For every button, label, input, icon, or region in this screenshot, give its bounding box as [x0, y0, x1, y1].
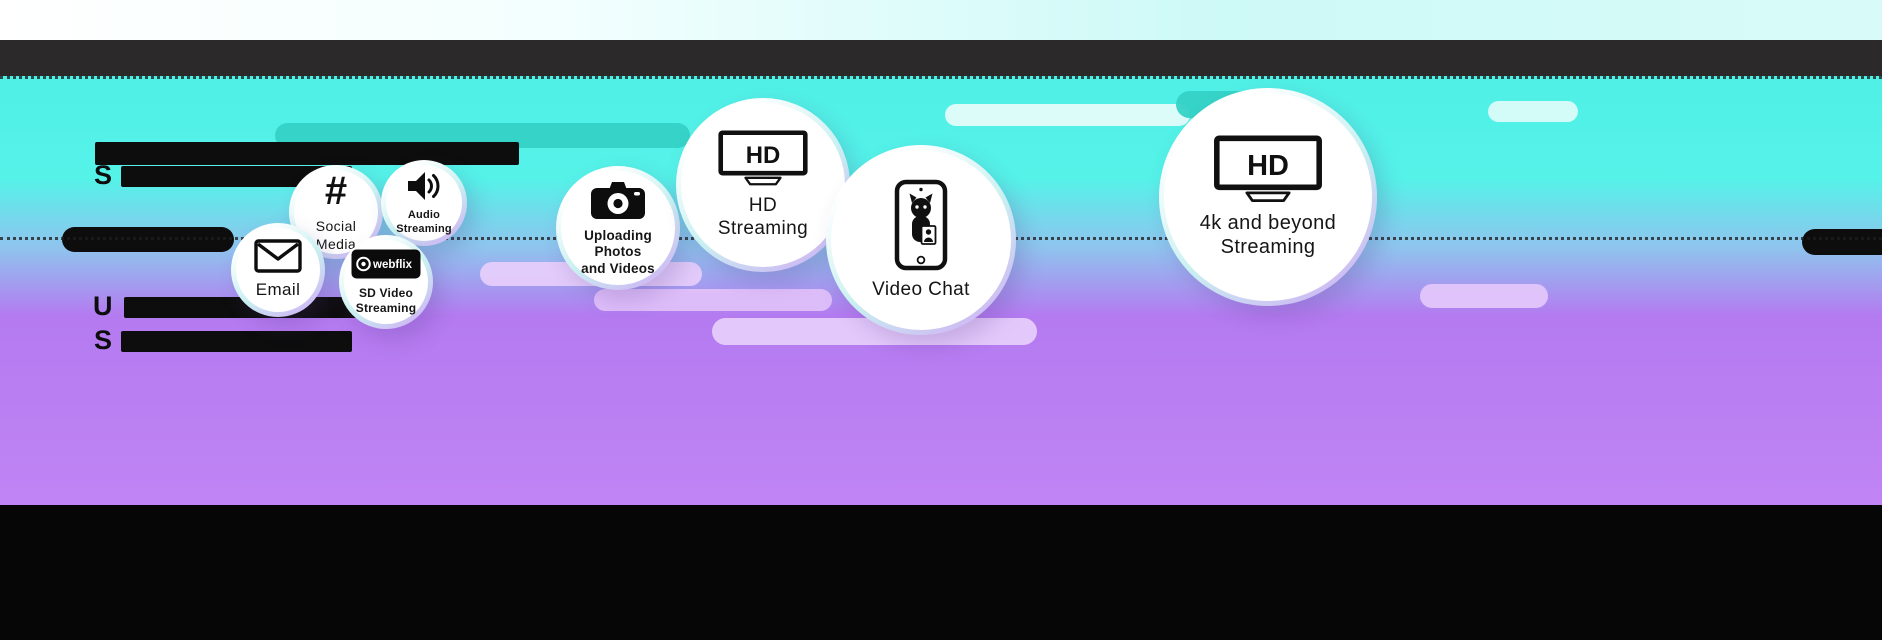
bubble-label-line: Email [255, 280, 301, 300]
bubble-core: Email [236, 228, 320, 312]
tv-hd-icon: HD [1212, 135, 1324, 204]
bubble-label: Video Chat [872, 278, 970, 301]
footer-bar [0, 505, 1882, 640]
hashtag-glyph: # [324, 169, 348, 214]
top-strip [0, 0, 1882, 40]
bubble-label-line: Video Chat [872, 278, 970, 300]
bubble-label-line: SD Video [358, 285, 414, 300]
redacted-bar-1 [95, 142, 519, 165]
bubble-video-chat: Video Chat [826, 145, 1016, 335]
bubble-label-line: Streaming [396, 222, 452, 235]
bubble-label-line: 4k and beyond [1199, 211, 1337, 234]
bubble-email: Email [231, 223, 325, 317]
envelope-icon [254, 239, 302, 273]
bubble-label-line: Uploading Photos [584, 227, 652, 260]
bubble-label: Email [256, 280, 301, 301]
bubble-label-line: HD [748, 194, 778, 216]
redacted-bar-4 [121, 331, 352, 352]
bubble-core: Video Chat [831, 150, 1011, 330]
lavender-pill-4 [1420, 284, 1548, 308]
white-pill-1 [945, 104, 1190, 126]
bubble-label-line: Streaming [355, 300, 417, 315]
black-pill-right [1802, 229, 1882, 255]
white-pill-2 [1488, 101, 1578, 122]
bubble-label-line: Audio [407, 209, 441, 222]
bubble-label-line: Media [315, 235, 357, 252]
svg-text:HD: HD [746, 142, 781, 169]
bubble-label-line: and Videos [581, 260, 655, 276]
tv-hd-icon: HD [717, 130, 809, 187]
camera-icon [589, 179, 647, 221]
phone-cat-icon [893, 179, 949, 271]
svg-text:HD: HD [1247, 150, 1289, 182]
bubble-label-line: Social [315, 218, 357, 235]
bubble-label-line: Streaming [1220, 236, 1316, 258]
partial-letter-u: U [93, 291, 113, 321]
bubble-label-line: Streaming [717, 218, 809, 239]
dotted-line-upper [0, 76, 1882, 79]
hashtag-icon: # [325, 171, 347, 211]
speaker-icon [405, 170, 443, 202]
redacted-bar-2 [121, 166, 352, 187]
svg-text:webflix: webflix [372, 259, 413, 271]
webflix-badge: webflix [351, 249, 421, 279]
partial-letter-s1: S [94, 160, 113, 190]
lavender-pill-2 [594, 289, 832, 311]
partial-letter-s2: S [94, 325, 113, 355]
header-bar [0, 40, 1882, 76]
